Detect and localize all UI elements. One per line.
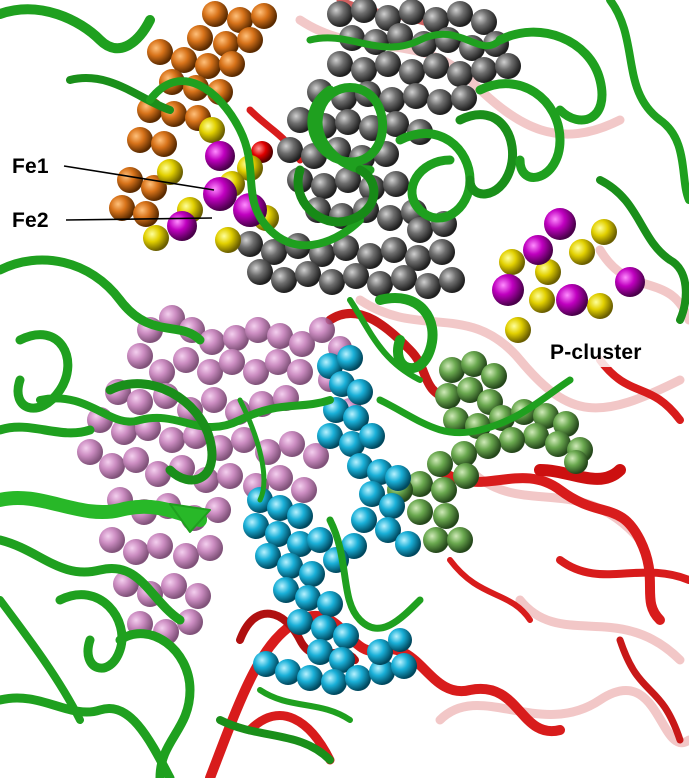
label-leader-lines [63,165,215,221]
orange-atom-cluster [109,1,277,227]
cyan-atom-chain [243,345,421,695]
label-fe1: Fe1 [12,155,49,178]
p-cluster-atoms [492,208,645,343]
label-p-cluster: P-cluster [544,340,648,367]
fe-s-cluster-left [143,117,279,253]
label-fe2: Fe2 [12,209,49,232]
